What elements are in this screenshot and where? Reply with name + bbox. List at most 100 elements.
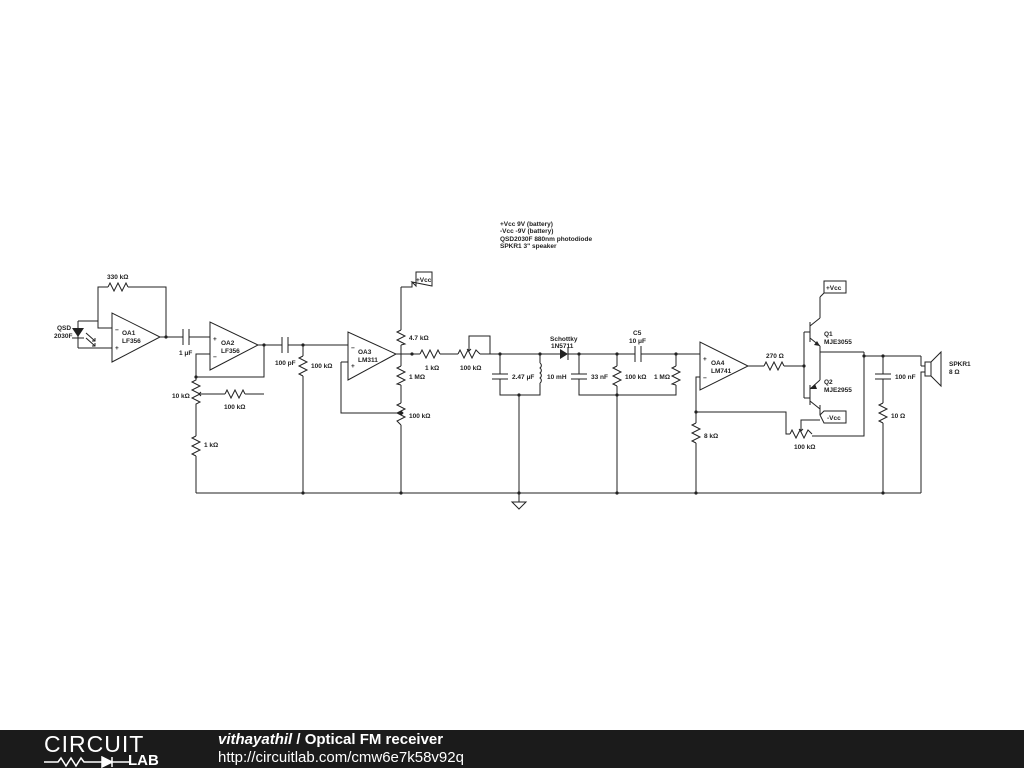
resistor-100k-oa2-label: 100 kΩ	[224, 404, 245, 411]
capacitor-c5-name: C5	[633, 330, 642, 337]
vcc-flag-top	[410, 271, 433, 288]
author-link[interactable]: vithayathil	[218, 731, 293, 748]
resistor-1m-divider[interactable]	[395, 365, 407, 386]
opamp-oa1-name: OA1	[122, 330, 136, 337]
circuit-schematic: +Vcc 9V (battery) -Vcc -9V (battery) QSD…	[54, 221, 971, 510]
vee-flag-q2	[819, 410, 847, 424]
vcc-flag-q1	[819, 280, 847, 298]
potentiometer-100k-series-label: 100 kΩ	[460, 365, 481, 372]
circuit-title: vithayathil / Optical FM receiver	[218, 731, 443, 749]
svg-text:−: −	[115, 327, 119, 334]
resistor-100k-load[interactable]	[611, 365, 623, 387]
resistor-100k-bias-label: 100 kΩ	[311, 363, 332, 370]
resistor-1k-series[interactable]	[419, 348, 441, 360]
resistor-8k[interactable]	[690, 422, 702, 444]
resistor-270[interactable]	[763, 360, 785, 372]
speaker-spkr1[interactable]	[920, 350, 942, 388]
resistor-1m-load-label: 1 MΩ	[654, 374, 670, 381]
resistor-330k[interactable]	[107, 281, 129, 293]
transistor-q1-name: Q1	[824, 331, 833, 338]
potentiometer-10k[interactable]	[190, 377, 204, 408]
potentiometer-100k-oa3[interactable]	[395, 402, 407, 426]
capacitor-2p47uf[interactable]	[492, 373, 508, 380]
transistor-q2-name: Q2	[824, 379, 833, 386]
photodiode-name: QSD	[57, 325, 71, 332]
photodiode-part: 2030F	[54, 333, 72, 340]
resistor-270-label: 270 Ω	[766, 353, 784, 360]
opamp-oa4-part: LM741	[711, 368, 732, 375]
resistor-100k-load-label: 100 kΩ	[625, 374, 646, 381]
resistor-4k7-label: 4.7 kΩ	[409, 335, 429, 342]
capacitor-33nf-label: 33 nF	[591, 374, 608, 381]
potentiometer-100k-feedback[interactable]	[789, 419, 820, 440]
opamp-oa4[interactable]	[699, 341, 750, 391]
schottky-diode-1n5711[interactable]	[560, 348, 569, 360]
inductor-10mh-label: 10 mH	[547, 374, 567, 381]
potentiometer-100k-feedback-label: 100 kΩ	[794, 444, 815, 451]
capacitor-100nf-label: 100 nF	[895, 374, 916, 381]
comparator-oa3[interactable]	[347, 331, 398, 381]
vcc-flag-q1-label: +Vcc	[826, 285, 842, 292]
note-photodiode: QSD2030F 880nm photodiode	[500, 236, 592, 243]
svg-text:−: −	[213, 354, 217, 361]
circuit-title-text: Optical FM receiver	[304, 731, 444, 748]
transistor-q1-npn[interactable]	[804, 317, 821, 347]
circuitlab-logo[interactable]: CIRCUIT LAB	[44, 731, 184, 769]
circuit-url[interactable]: http://circuitlab.com/cmw6e7k58v92q	[218, 749, 464, 766]
opamp-oa2-part: LF356	[221, 348, 240, 355]
svg-text:+: +	[351, 363, 355, 370]
capacitor-1uf[interactable]	[182, 329, 190, 345]
transistor-q1-part: MJE3055	[824, 339, 852, 346]
potentiometer-100k-oa3-label: 100 kΩ	[409, 413, 430, 420]
comparator-oa3-part: LM311	[358, 357, 378, 364]
diode-part: 1N5711	[551, 343, 574, 350]
resistor-4k7[interactable]	[395, 329, 407, 346]
speaker-value: 8 Ω	[949, 369, 960, 376]
svg-text:+: +	[213, 336, 217, 343]
vcc-flag-top-label: +Vcc	[416, 277, 432, 284]
potentiometer-10k-label: 10 kΩ	[172, 393, 190, 400]
resistor-1k-ground[interactable]	[190, 435, 202, 457]
note-vcc: +Vcc 9V (battery)	[500, 221, 553, 228]
speaker-name: SPKR1	[949, 361, 971, 368]
capacitor-c5-value: 10 μF	[629, 338, 646, 345]
resistor-100k-oa2[interactable]	[224, 388, 246, 400]
ground-symbol	[510, 501, 528, 510]
potentiometer-100k-series[interactable]	[457, 346, 481, 360]
title-separator: /	[292, 731, 305, 748]
resistor-1m-load[interactable]	[670, 365, 682, 386]
logo-text-lab: LAB	[128, 752, 159, 769]
capacitor-100pf[interactable]	[281, 337, 289, 353]
photodiode-qsd2030f[interactable]	[72, 328, 96, 347]
transistor-q2-pnp[interactable]	[804, 379, 821, 415]
comparator-oa3-name: OA3	[358, 349, 372, 356]
opamp-oa2-name: OA2	[221, 340, 235, 347]
wires	[77, 282, 922, 502]
svg-text:+: +	[703, 356, 707, 363]
resistor-330k-label: 330 kΩ	[107, 274, 128, 281]
resistor-100k-bias[interactable]	[297, 355, 309, 377]
resistor-1k-ground-label: 1 kΩ	[204, 442, 218, 449]
opamp-oa4-name: OA4	[711, 360, 725, 367]
opamp-oa2[interactable]	[209, 321, 260, 371]
capacitor-c5[interactable]	[634, 346, 642, 362]
resistor-10-ohm-label: 10 Ω	[891, 413, 905, 420]
footer-bar: CIRCUIT LAB vithayathil / Optical FM rec…	[0, 730, 1024, 768]
notes-block: +Vcc 9V (battery) -Vcc -9V (battery) QSD…	[500, 221, 592, 250]
opamp-oa1[interactable]	[111, 312, 162, 363]
note-speaker: SPKR1 3" speaker	[500, 243, 557, 250]
inductor-10mh[interactable]	[539, 362, 542, 384]
svg-text:−: −	[351, 345, 355, 352]
logo-text-circuit: CIRCUIT	[44, 731, 145, 757]
vee-flag-q2-label: -Vcc	[827, 415, 841, 422]
resistor-1k-series-label: 1 kΩ	[425, 365, 439, 372]
opamp-oa1-part: LF356	[122, 338, 141, 345]
resistor-diode-logo-icon	[44, 756, 130, 768]
resistor-10-ohm[interactable]	[877, 402, 889, 424]
resistor-8k-label: 8 kΩ	[704, 433, 718, 440]
transistor-q2-part: MJE2955	[824, 387, 852, 394]
capacitor-33nf[interactable]	[571, 373, 587, 380]
capacitor-2p47uf-label: 2.47 μF	[512, 374, 534, 381]
capacitor-100nf[interactable]	[875, 373, 891, 380]
note-vee: -Vcc -9V (battery)	[500, 228, 553, 235]
